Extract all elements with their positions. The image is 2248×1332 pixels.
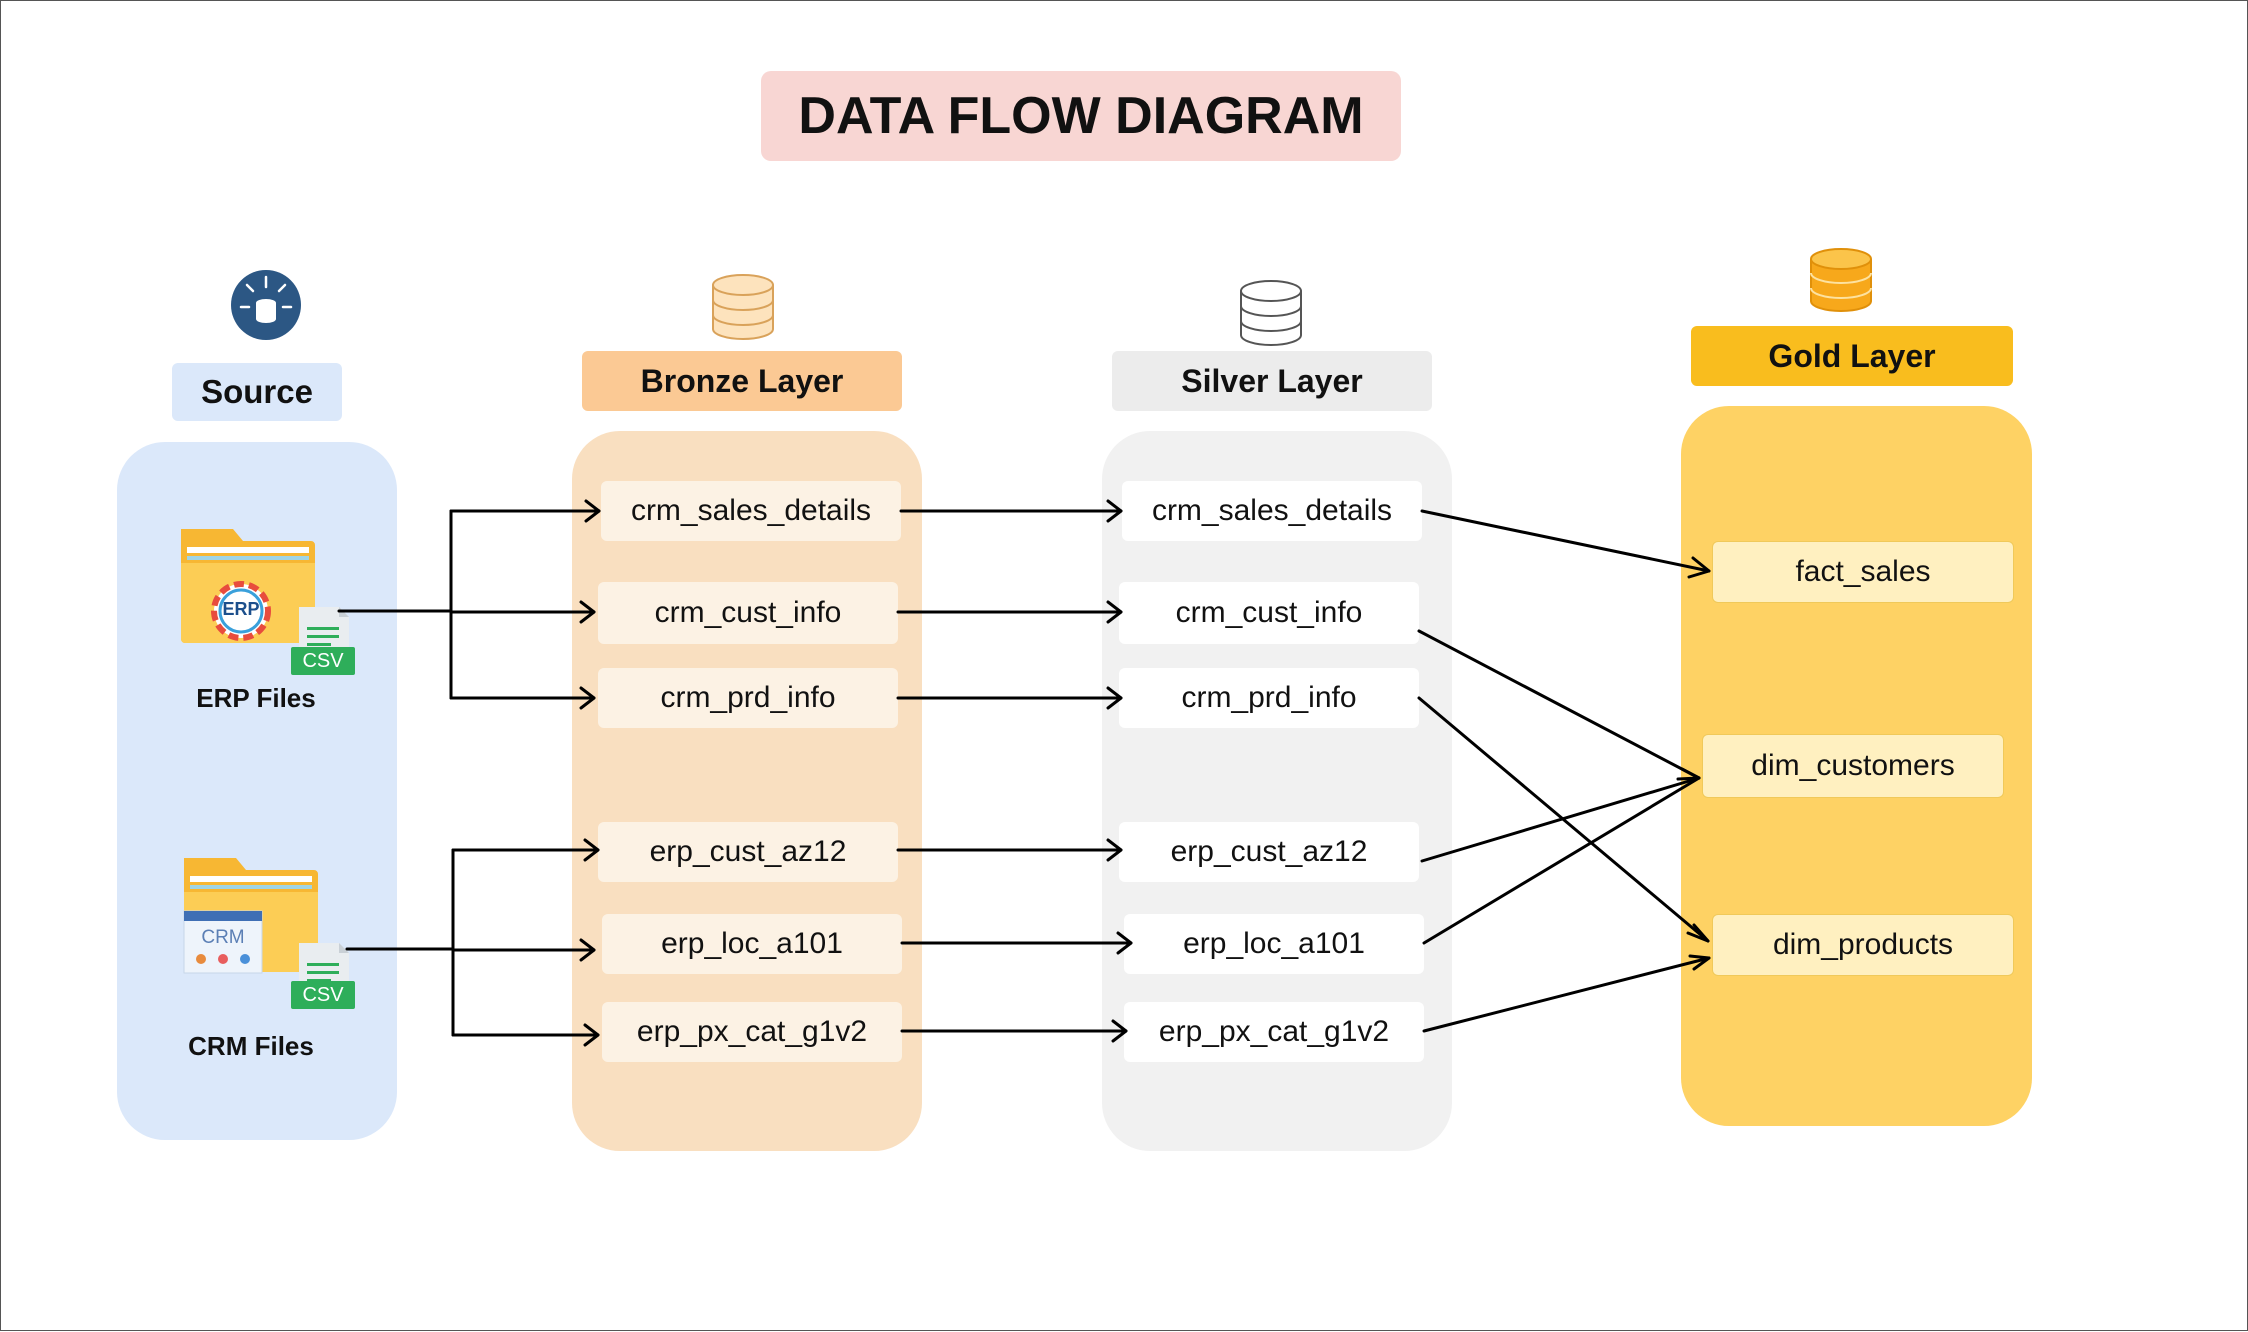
bronze-node[interactable]: erp_loc_a101	[602, 914, 902, 974]
bronze-node[interactable]: erp_px_cat_g1v2	[602, 1002, 902, 1062]
erp-badge: ERP	[222, 599, 260, 619]
diagram-title: DATA FLOW DIAGRAM	[761, 71, 1401, 161]
silver-node[interactable]: crm_prd_info	[1119, 668, 1419, 728]
bronze-header: Bronze Layer	[582, 351, 902, 411]
crm-files-label: CRM Files	[188, 1031, 314, 1061]
gold-node-fact-sales[interactable]: fact_sales	[1712, 541, 2014, 603]
bronze-node[interactable]: crm_sales_details	[601, 481, 901, 541]
bronze-node[interactable]: crm_cust_info	[598, 582, 898, 644]
erp-csv-label: CSV	[302, 650, 344, 672]
erp-files-label: ERP Files	[196, 683, 316, 713]
silver-node[interactable]: crm_sales_details	[1122, 481, 1422, 541]
gold-node-dim-customers[interactable]: dim_customers	[1702, 734, 2004, 798]
crm-badge: CRM	[201, 927, 245, 948]
silver-node[interactable]: erp_loc_a101	[1124, 914, 1424, 974]
silver-header: Silver Layer	[1112, 351, 1432, 411]
silver-node[interactable]: crm_cust_info	[1119, 582, 1419, 644]
bronze-node[interactable]: crm_prd_info	[598, 668, 898, 728]
silver-node[interactable]: erp_px_cat_g1v2	[1124, 1002, 1424, 1062]
bronze-node[interactable]: erp_cust_az12	[598, 822, 898, 882]
source-header: Source	[172, 363, 342, 421]
crm-csv-label: CSV	[302, 984, 344, 1006]
gold-node-dim-products[interactable]: dim_products	[1712, 914, 2014, 976]
gold-header: Gold Layer	[1691, 326, 2013, 386]
silver-node[interactable]: erp_cust_az12	[1119, 822, 1419, 882]
